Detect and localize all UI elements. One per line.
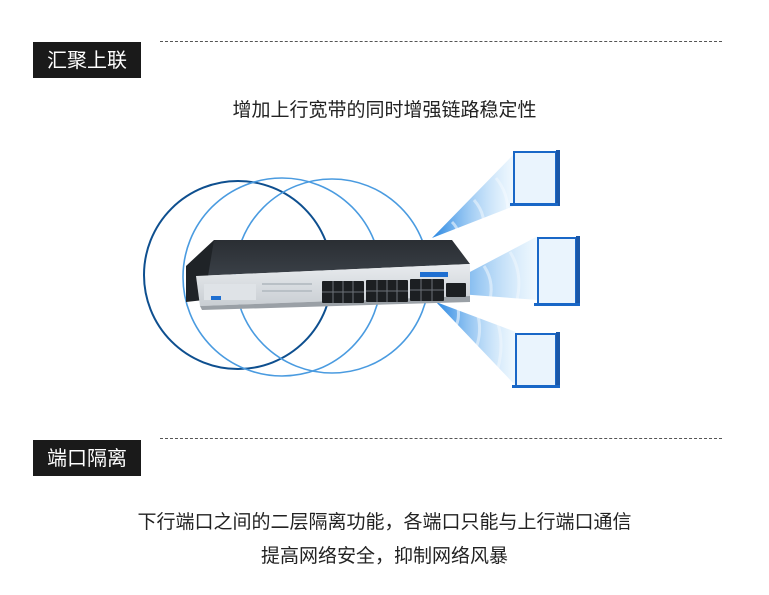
network-switch-icon — [186, 240, 470, 310]
laptop-icon — [534, 236, 580, 306]
section-divider — [160, 438, 722, 439]
laptop-icon — [512, 332, 560, 388]
section-label-port-isolation: 端口隔离 — [33, 440, 141, 476]
port-isolation-line-1: 下行端口之间的二层隔离功能，各端口只能与上行端口通信 — [137, 511, 632, 533]
port-isolation-line-2: 提高网络安全，抑制网络风暴 — [260, 545, 508, 567]
section-caption-uplink: 增加上行宽带的同时增强链路稳定性 — [232, 99, 537, 121]
laptop-icon — [510, 150, 560, 206]
section-divider — [160, 41, 722, 42]
section-label-aggregation-uplink: 汇聚上联 — [33, 42, 141, 78]
